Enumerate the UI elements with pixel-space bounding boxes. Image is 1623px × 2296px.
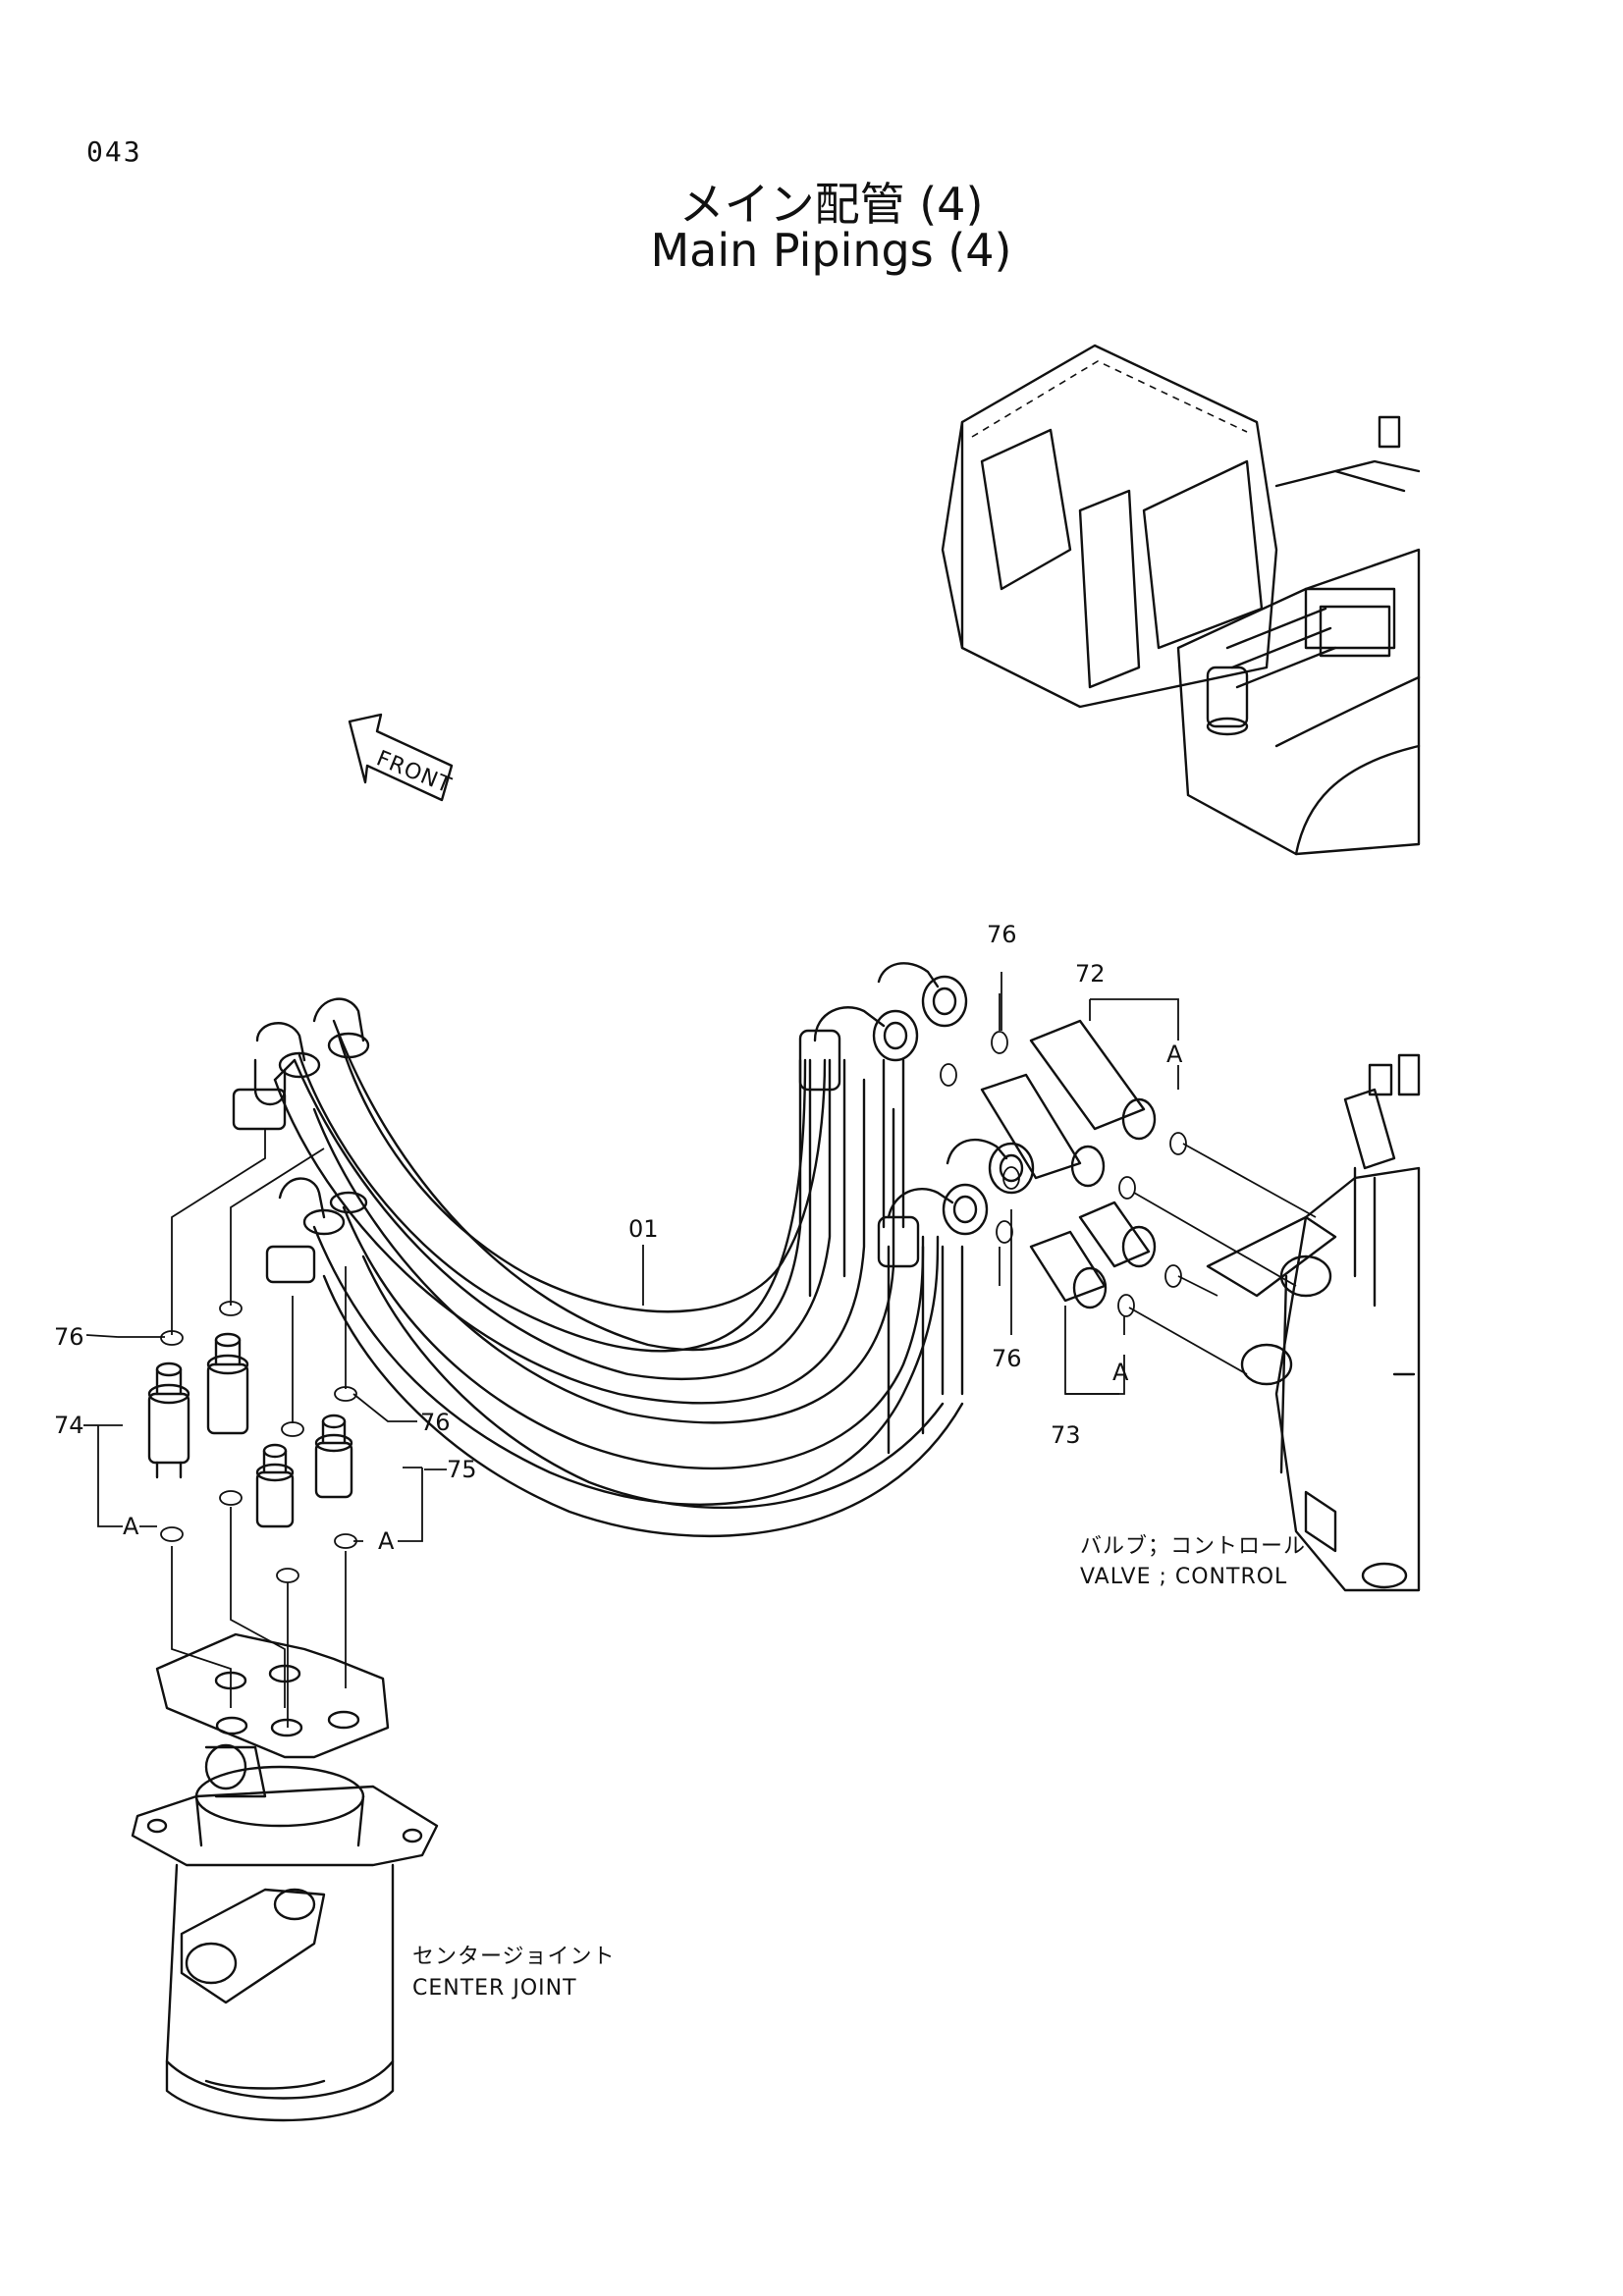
callout-73: 73 (1051, 1421, 1081, 1449)
front-label: FRONT (373, 746, 456, 798)
callout-74: 74 (54, 1412, 84, 1439)
callout-76-top: 76 (987, 921, 1017, 948)
adapter-group-74 (147, 1332, 249, 1479)
adapter-group-75 (255, 1414, 353, 1528)
control-valve-illustration (1206, 1053, 1421, 1592)
front-direction-arrow: FRONT (348, 713, 456, 802)
excavator-overview-illustration (941, 344, 1421, 856)
callout-a-74: A (123, 1513, 139, 1540)
adapter-group-72 (980, 1019, 1157, 1188)
center-joint-label-en: CENTER JOINT (412, 1976, 577, 2001)
hose-assembly-01 (232, 962, 1035, 1537)
o-rings-right (940, 1031, 1187, 1317)
callout-75: 75 (447, 1456, 477, 1483)
adapter-group-73 (1029, 1201, 1157, 1309)
callout-a-72: A (1166, 1041, 1183, 1068)
page-number: 043 (86, 135, 142, 168)
callout-76-left: 76 (54, 1323, 84, 1351)
callout-76-mid: 76 (992, 1345, 1022, 1372)
center-joint-label-jp: センタージョイント (412, 1945, 616, 1969)
page-title-english: Main Pipings (4) (650, 224, 1012, 277)
control-valve-label-jp: バルブ；コントロール (1080, 1534, 1306, 1559)
control-valve-label-en: VALVE ; CONTROL (1080, 1565, 1287, 1589)
callout-76-lower: 76 (420, 1409, 451, 1436)
callout-01-hose: 01 (628, 1215, 659, 1243)
callout-a-75: A (378, 1527, 395, 1555)
center-joint-illustration (131, 1632, 439, 2122)
callout-a-73: A (1112, 1359, 1129, 1386)
page-title-japanese: メイン配管 (4) (678, 178, 984, 231)
callout-72: 72 (1075, 960, 1106, 988)
